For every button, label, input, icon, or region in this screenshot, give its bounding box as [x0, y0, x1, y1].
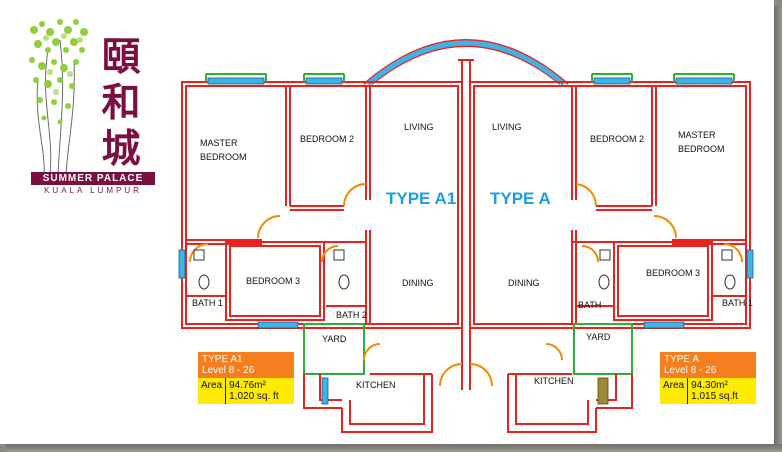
room-label-kitchen-a1: KITCHEN [356, 380, 396, 390]
brand-location: KUALA LUMPUR [44, 186, 142, 195]
room-label-master-a1: MASTER [200, 138, 238, 148]
toilets [193, 249, 736, 290]
room-label-bath1-a1: BATH 1 [192, 298, 223, 308]
tree-logo-icon [29, 19, 88, 176]
brand-name: SUMMER PALACE [31, 172, 155, 185]
info-type-a1: TYPE A1 [202, 354, 243, 365]
info-header-a: TYPE A Level 8 - 26 [660, 352, 756, 378]
bay-window [363, 39, 569, 86]
party-wall [458, 59, 474, 390]
info-type-a: TYPE A [664, 354, 700, 365]
room-label-bath1-a: BATH 1 [722, 298, 753, 308]
room-label-bath-a: BATH [578, 300, 601, 310]
room-label-bed2-a: BEDROOM 2 [590, 134, 644, 144]
info-area-label-a: Area [663, 380, 685, 391]
type-label-a1: TYPE A1 [386, 189, 456, 208]
floor-plan: MASTER BEDROOM BEDROOM 2 LIVING BEDROOM … [178, 39, 754, 433]
brand-char-3: 城 [101, 126, 141, 172]
brand-chars: 頤 和 城 [96, 34, 146, 172]
brand-char-2: 和 [101, 80, 141, 126]
info-header-a1: TYPE A1 Level 8 - 26 [198, 352, 294, 378]
room-label-master-a: MASTER [678, 130, 716, 140]
doors [189, 183, 743, 387]
room-label-master-a-2: BEDROOM [678, 144, 725, 154]
brand-char-1: 頤 [101, 34, 141, 80]
info-level-a1: Level 8 - 26 [202, 365, 255, 376]
info-box-type-a: TYPE A Level 8 - 26 Area 94.30m² 1,015 s… [660, 352, 756, 404]
windows [178, 77, 754, 405]
window-ticks [205, 73, 735, 82]
room-label-bath2-a1: BATH 2 [336, 310, 367, 320]
room-label-master-a1-2: BEDROOM [200, 152, 247, 162]
frame-shadow-right [774, 6, 782, 452]
info-area-values-a: 94.30m² 1,015 sq.ft [687, 378, 741, 404]
info-area-a: Area 94.30m² 1,015 sq.ft [660, 378, 756, 404]
info-area-sqft-a: 1,015 sq.ft [691, 391, 738, 402]
room-label-yard-a: YARD [586, 332, 611, 342]
room-label-bed2-a1: BEDROOM 2 [300, 134, 354, 144]
floorplan-canvas: 頤 和 城 SUMMER PALACE KUALA LUMPUR [0, 0, 774, 444]
info-area-m2-a1: 94.76m² [229, 380, 266, 391]
room-label-dining-a1: DINING [402, 278, 434, 288]
room-label-dining-a: DINING [508, 278, 540, 288]
info-area-sqft-a1: 1,020 sq. ft [229, 391, 279, 402]
info-level-a: Level 8 - 26 [664, 365, 717, 376]
room-label-kitchen-a: KITCHEN [534, 376, 574, 386]
info-area-values-a1: 94.76m² 1,020 sq. ft [225, 378, 281, 404]
room-label-living-a1: LIVING [404, 122, 434, 132]
room-label-bed3-a1: BEDROOM 3 [246, 276, 300, 286]
info-area-m2-a: 94.30m² [691, 380, 728, 391]
room-label-bed3-a: BEDROOM 3 [646, 268, 700, 278]
info-area-label-a1: Area [201, 380, 223, 391]
room-label-yard-a1: YARD [322, 334, 347, 344]
info-box-type-a1: TYPE A1 Level 8 - 26 Area 94.76m² 1,020 … [198, 352, 294, 404]
room-label-living-a: LIVING [492, 122, 522, 132]
frame-shadow-bottom [6, 444, 782, 452]
info-area-a1: Area 94.76m² 1,020 sq. ft [198, 378, 294, 404]
type-label-a: TYPE A [490, 189, 551, 208]
